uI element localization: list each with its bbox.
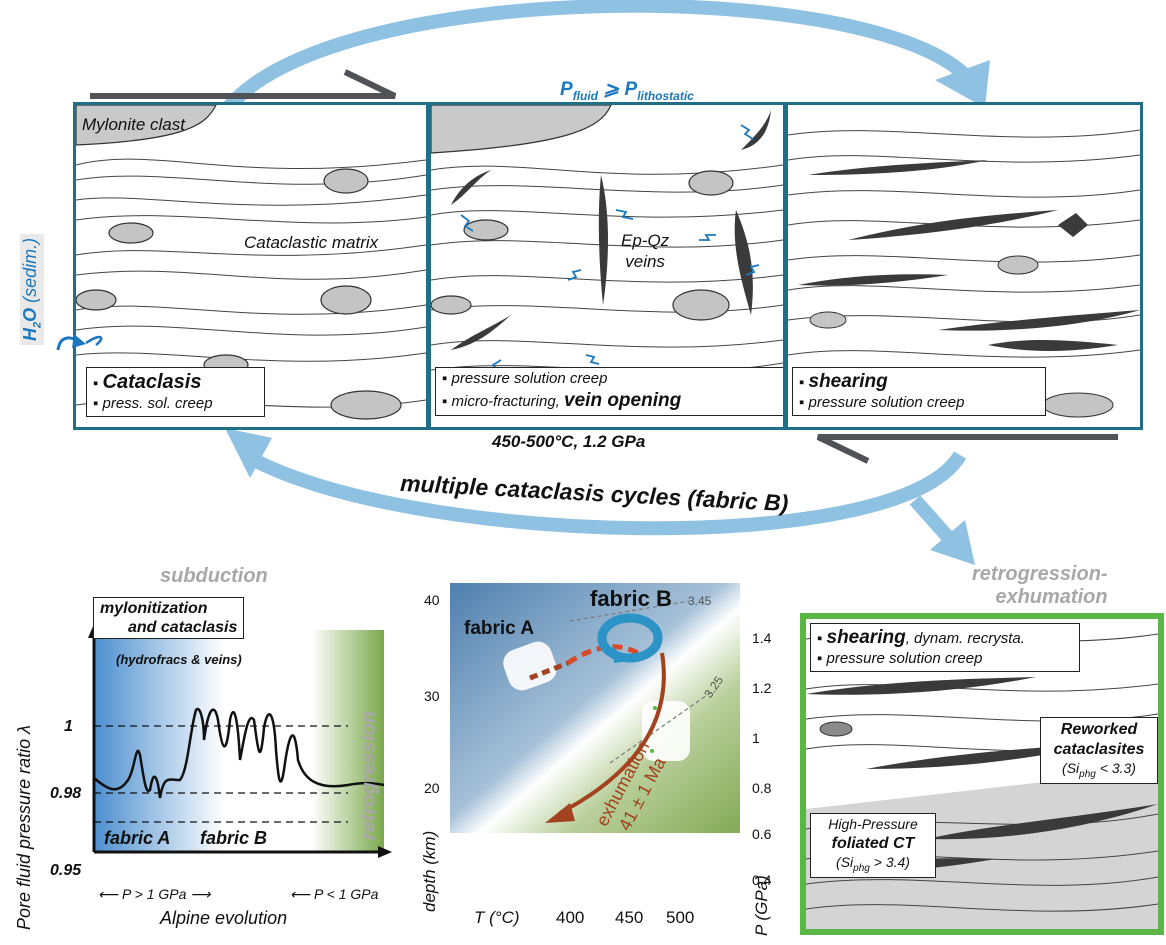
- t-tick-450: 450: [615, 908, 644, 927]
- shear-arrow-bottom: [816, 434, 1118, 464]
- subduction-label: subduction: [160, 565, 268, 587]
- fabric-b-label-left: fabric B: [200, 828, 268, 848]
- p-tick-1-4: 1.4: [752, 630, 772, 646]
- pore-pressure-graph: [88, 624, 392, 858]
- panel-retrogression: ▪ shearing, dynam. recrysta. ▪ pressure …: [800, 613, 1164, 935]
- cataclasis-label: Cataclasis: [102, 371, 202, 393]
- press-sol-creep-label: press. sol. creep: [102, 395, 213, 412]
- top-cycle-arrow: [219, 0, 970, 117]
- fabric-a-label-pt: fabric A: [464, 618, 535, 639]
- fabric-a-label-left: fabric A: [104, 828, 171, 848]
- p-tick-0-8: 0.8: [752, 780, 772, 796]
- panel4-process-box: ▪ shearing, dynam. recrysta. ▪ pressure …: [810, 623, 1080, 672]
- panel2-texture: [431, 105, 783, 374]
- depth-tick-40: 40: [424, 592, 440, 608]
- t-tick-400: 400: [556, 908, 585, 927]
- high-pressure-ct-box: High-Pressure foliated CT (Siphg > 3.4): [810, 813, 936, 878]
- depth-axis-label: depth (km): [420, 830, 439, 912]
- t-tick-500: 500: [666, 908, 695, 927]
- p-axis-label: P (GPa): [752, 875, 771, 936]
- pore-ratio-label: Pore fluid pressure ratio λ: [14, 725, 34, 930]
- retro-arrowhead: [930, 520, 975, 565]
- fabric-b-label-pt: fabric B: [590, 586, 672, 611]
- depth-tick-20: 20: [424, 780, 440, 796]
- conditions-label: 450-500°C, 1.2 GPa: [492, 432, 646, 451]
- p-less-label: ⟵ P < 1 GPa: [290, 886, 379, 902]
- water-arrow-icon: [56, 334, 86, 351]
- depth-tick-30: 30: [424, 688, 440, 704]
- p-greater-label: ⟵ P > 1 GPa ⟶: [98, 886, 211, 902]
- panel1-process-box: ▪ Cataclasis ▪ press. sol. creep: [86, 367, 265, 417]
- panel-shearing: ▪ shearing ▪ pressure solution creep: [785, 102, 1143, 430]
- p-tick-1: 1: [752, 730, 760, 746]
- retrogression-vertical-label: retrogression: [358, 711, 380, 840]
- pt-path-graph: [450, 583, 740, 833]
- panel3-process-box: ▪ shearing ▪ pressure solution creep: [792, 367, 1046, 416]
- p-tick-0-6: 0.6: [752, 826, 772, 842]
- bottom-arrowhead: [225, 428, 272, 478]
- alpine-evolution-label: Alpine evolution: [160, 908, 288, 928]
- shearing-label: shearing: [808, 371, 888, 392]
- mylonite-clast-label: Mylonite clast: [82, 115, 185, 134]
- cataclastic-matrix-label: Cataclastic matrix: [244, 233, 379, 252]
- fluid-pressure-condition: Pfluid ⩾ Plithostatic: [560, 79, 694, 103]
- tick-1: 1: [64, 718, 73, 735]
- hydrofracs-label: (hydrofracs & veins): [116, 652, 242, 667]
- t-axis-label: T (°C): [474, 908, 520, 927]
- bottom-cycle-arrow: [241, 448, 967, 536]
- tick-0-98: 0.98: [50, 785, 82, 802]
- pressure-solution-creep-label-2: pressure solution creep: [808, 393, 965, 411]
- top-arrowhead: [935, 60, 990, 108]
- panel3-texture: [788, 129, 1140, 418]
- panel2-process-box: ▪ pressure solution creep ▪ micro-fractu…: [435, 367, 783, 416]
- reworked-cataclasites-box: Reworked cataclasites (Siphg < 3.3): [1040, 717, 1158, 785]
- isopleth-high: 3.45: [688, 594, 712, 608]
- pressure-solution-creep-label: pressure solution creep: [451, 370, 608, 387]
- retrogression-exhumation-title: retrogression-exhumation: [972, 563, 1108, 608]
- tick-0-95: 0.95: [50, 862, 82, 879]
- p-tick-1-2: 1.2: [752, 680, 772, 696]
- panel-cataclasis: Mylonite clast Cataclastic matrix ▪ Cata…: [73, 102, 429, 430]
- panel1-texture: [76, 105, 426, 420]
- p-tick-0-4: 0.4: [752, 872, 772, 888]
- shear-arrow-top: [90, 69, 397, 99]
- water-input-label: H2O (sedim.): [20, 233, 44, 345]
- vein-opening-label: vein opening: [564, 389, 682, 411]
